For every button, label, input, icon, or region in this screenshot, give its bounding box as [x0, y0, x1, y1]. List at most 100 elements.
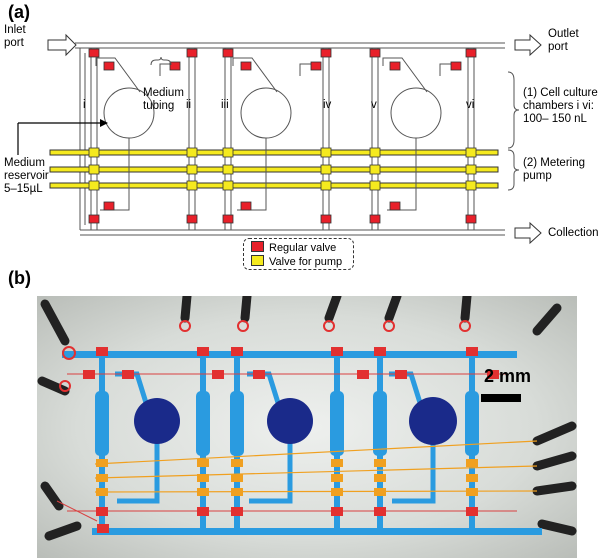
- collection-arrow: [514, 221, 542, 245]
- chamber-label-iii: iii: [221, 99, 229, 111]
- photo-chamber-1: [134, 398, 180, 444]
- regular-valve-21: [389, 201, 401, 211]
- outlet-arrow: [514, 33, 542, 57]
- photo-pump-valve-17: [466, 474, 478, 482]
- photo-pump-valve-5: [197, 474, 209, 482]
- legend: Regular valve Valve for pump: [243, 238, 354, 270]
- pump-valve-7: [222, 147, 234, 158]
- photo-regular-valve-9: [374, 347, 386, 356]
- photo-pump-valve-12: [331, 488, 343, 496]
- pump-valve-1: [88, 147, 100, 158]
- photo-pump-valve-13: [374, 459, 386, 467]
- photo-regular-valve-12: [466, 507, 478, 516]
- pump-valve-11: [320, 164, 332, 175]
- pump-valve-18: [465, 180, 477, 191]
- regular-valve-4: [186, 214, 198, 224]
- photo-pump-valve-18: [466, 488, 478, 496]
- photo-pump-valve-4: [197, 459, 209, 467]
- photo-pump-valve-8: [231, 474, 243, 482]
- photo-chamber-2: [267, 398, 313, 444]
- regular-valve-14: [169, 61, 181, 71]
- pump-valve-3: [88, 180, 100, 191]
- regular-valve-8: [320, 214, 332, 224]
- photo-pump-valve-7: [231, 459, 243, 467]
- photo-regular-valve-20: [97, 524, 109, 533]
- photo-regular-valve-18: [395, 370, 407, 379]
- photo-chamber-3: [409, 397, 457, 445]
- photo-regular-valve-1: [96, 347, 108, 356]
- regular-valve-17: [389, 61, 401, 71]
- regular-valve-3: [186, 48, 198, 58]
- regular-valve-2: [88, 214, 100, 224]
- pump-valve-15: [369, 180, 381, 191]
- brace-cell-culture: [507, 71, 520, 149]
- regular-valve-13: [103, 61, 115, 71]
- photo-regular-valve-3: [197, 347, 209, 356]
- scale-bar-label: 2 mm: [484, 366, 532, 386]
- panel-a-label: (a): [8, 2, 30, 22]
- regular-valve-5: [222, 48, 234, 58]
- regular-valve-1: [88, 48, 100, 58]
- reservoir-3: [390, 87, 442, 139]
- schematic-diagram: [17, 33, 542, 245]
- regular-valve-20: [240, 201, 252, 211]
- photo-pump-valve-11: [331, 474, 343, 482]
- legend-regular-valve: Regular valve: [251, 241, 336, 254]
- pump-valve-6: [186, 180, 198, 191]
- photo-regular-valve-15: [212, 370, 224, 379]
- collection-label: Collection: [548, 227, 599, 239]
- photo-regular-valve-4: [197, 507, 209, 516]
- regular-valve-12: [465, 214, 477, 224]
- chamber-label-vi: vi: [466, 99, 475, 111]
- regular-valve-9: [369, 48, 381, 58]
- photo-regular-valve-7: [331, 347, 343, 356]
- photo-regular-valve-2: [96, 507, 108, 516]
- pump-valve-swatch: [251, 255, 264, 266]
- pump-valve-12: [320, 180, 332, 191]
- photo-regular-valve-14: [122, 370, 134, 379]
- photo-regular-valve-19: [487, 370, 499, 379]
- photo-pump-valve-16: [466, 459, 478, 467]
- inlet-arrow: [47, 33, 77, 57]
- chamber-label-i: i: [83, 99, 86, 111]
- photo-pump-valve-6: [197, 488, 209, 496]
- photo-pump-valve-14: [374, 474, 386, 482]
- chamber-label-v: v: [371, 99, 377, 111]
- photo-regular-valve-17: [357, 370, 369, 379]
- regular-valve-swatch: [251, 241, 264, 252]
- pump-valve-8: [222, 164, 234, 175]
- pump-valve-5: [186, 164, 198, 175]
- photo-pump-valve-3: [96, 488, 108, 496]
- photo-regular-valve-13: [83, 370, 95, 379]
- pump-valve-16: [465, 147, 477, 158]
- photo-pump-valve-9: [231, 488, 243, 496]
- photo-pump-valve-1: [96, 459, 108, 467]
- photo-pump-valve-15: [374, 488, 386, 496]
- legend-pump-valve: Valve for pump: [251, 255, 342, 268]
- regular-valve-16: [310, 61, 322, 71]
- pump-valve-9: [222, 180, 234, 191]
- photo-regular-valve-6: [231, 507, 243, 516]
- device-photo-drawing: [37, 296, 577, 541]
- panel-b-label: (b): [8, 268, 31, 288]
- photo-regular-valve-5: [231, 347, 243, 356]
- regular-valve-10: [369, 214, 381, 224]
- photo-regular-valve-10: [374, 507, 386, 516]
- reservoir-2: [240, 87, 292, 139]
- photo-regular-valve-11: [466, 347, 478, 356]
- regular-valve-18: [450, 61, 462, 71]
- photo-pump-valve-10: [331, 459, 343, 467]
- device-photo: 2 mm: [37, 296, 577, 558]
- regular-valve-19: [103, 201, 115, 211]
- photo-regular-valve-16: [253, 370, 265, 379]
- pump-valve-14: [369, 164, 381, 175]
- regular-valve-7: [320, 48, 332, 58]
- chamber-label-iv: iv: [323, 99, 332, 111]
- regular-valve-11: [465, 48, 477, 58]
- pump-valve-4: [186, 147, 198, 158]
- pump-valve-17: [465, 164, 477, 175]
